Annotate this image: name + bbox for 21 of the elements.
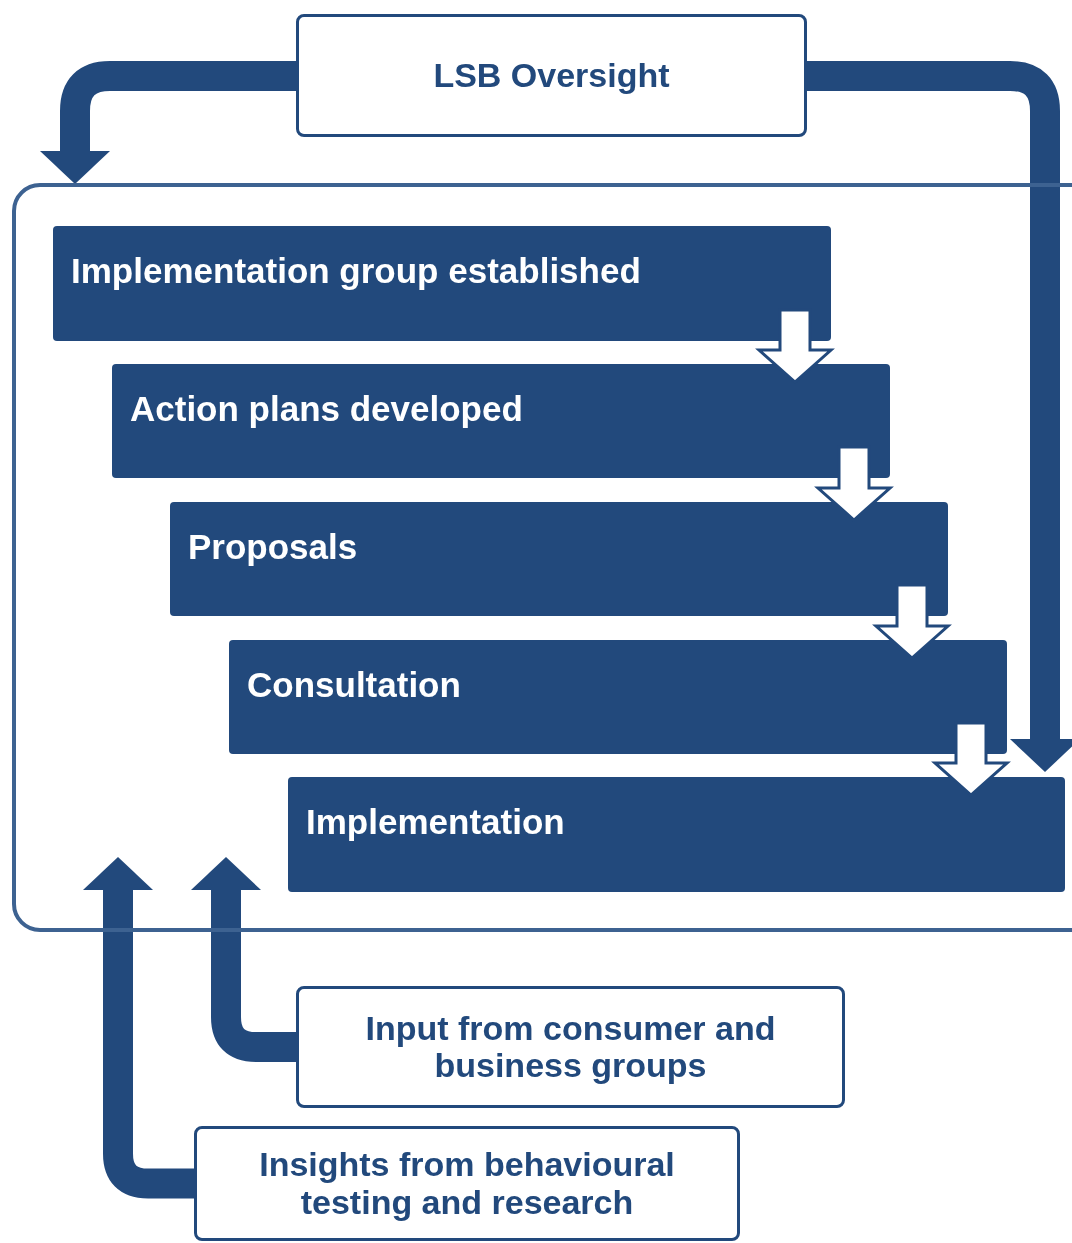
thick-arrow (191, 857, 296, 1062)
step-box (53, 226, 831, 341)
input-box (296, 14, 807, 137)
step-label: Proposals (188, 527, 358, 566)
input-box (296, 986, 845, 1108)
box-label: Insights from behavioural testing and research (258, 1146, 676, 1221)
thick-arrow (40, 61, 296, 184)
step-box (229, 640, 1007, 754)
step-label: Consultation (247, 665, 461, 704)
step-label: Implementation (306, 802, 565, 841)
step-box (288, 777, 1065, 892)
box-label: Input from consumer and business groups (364, 1009, 777, 1085)
thick-arrow (83, 857, 194, 1199)
step-box (112, 364, 890, 478)
step-label: Implementation group established (71, 251, 641, 290)
process-frame (12, 183, 1072, 932)
input-box (194, 1126, 740, 1241)
step-box (170, 502, 948, 616)
box-label: LSB Oversight (433, 56, 670, 95)
step-label: Action plans developed (130, 389, 523, 428)
thick-arrow (807, 61, 1072, 772)
